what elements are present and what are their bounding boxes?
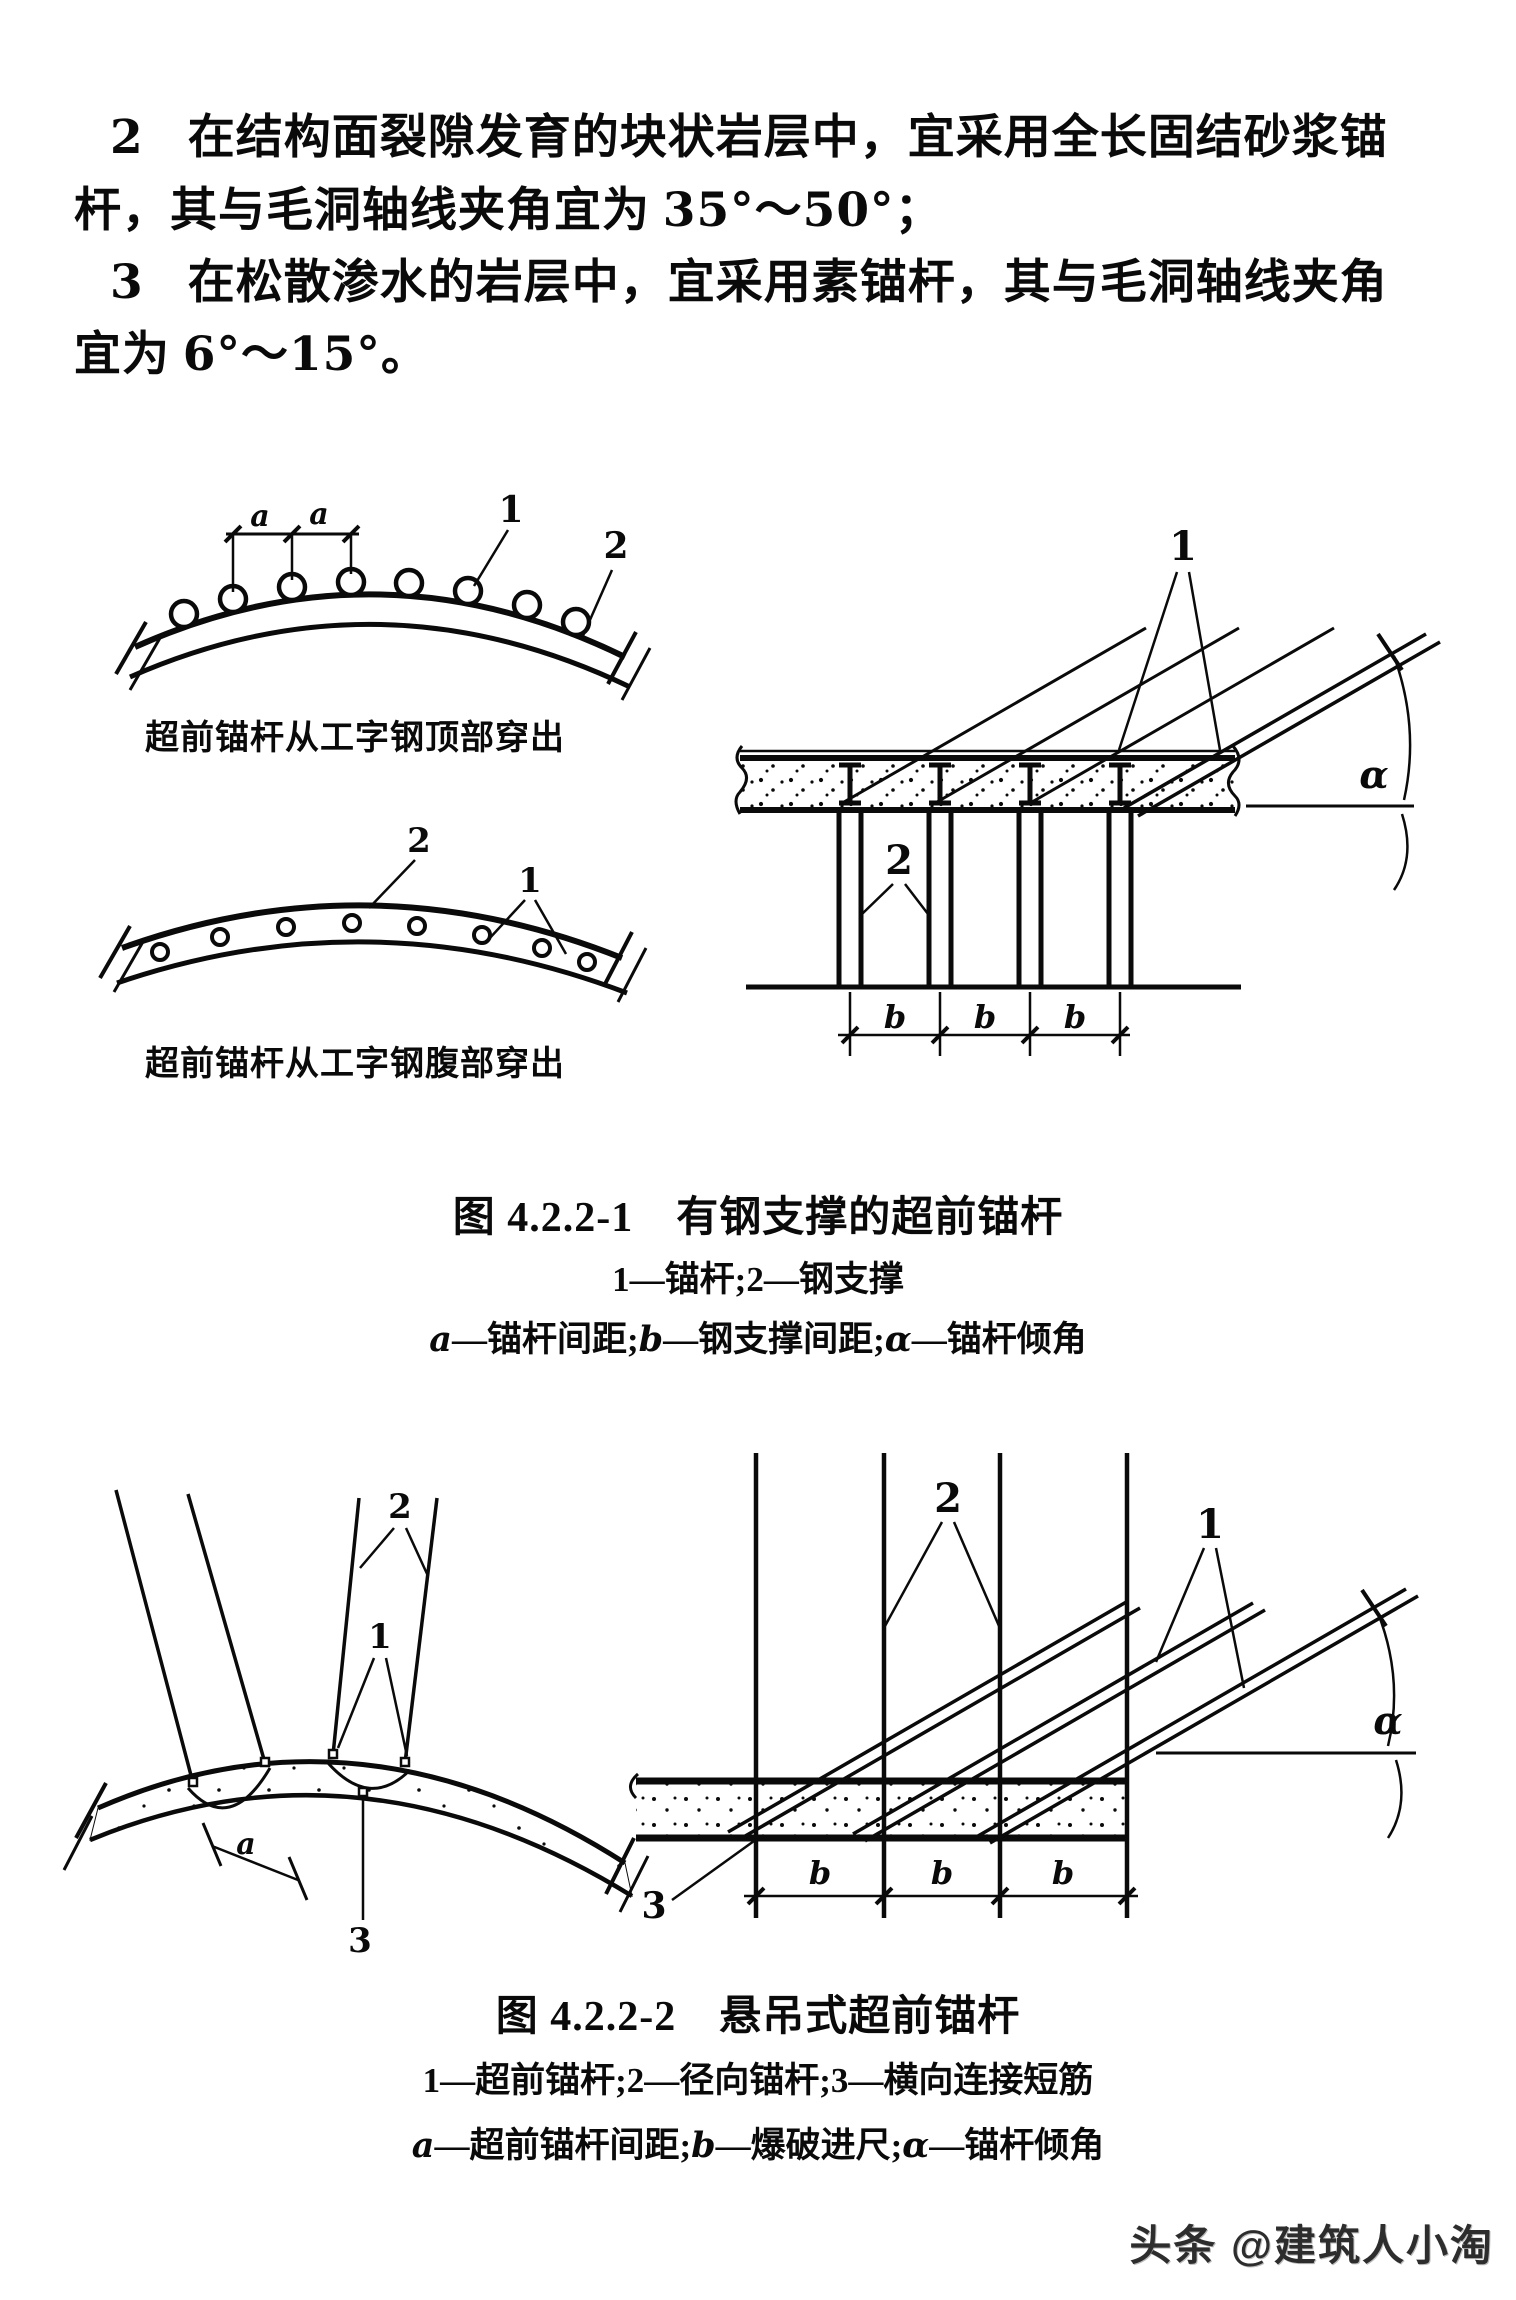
spacing-dimension-b: b b b xyxy=(744,1854,1138,1906)
fig1-title: 图 4.2.2-1 有钢支撑的超前锚杆 xyxy=(452,1195,1064,1241)
label-1: 1 xyxy=(1196,1501,1224,1548)
lining-band-fill xyxy=(636,1781,1127,1838)
break-marks xyxy=(98,925,648,1003)
angle-alpha-label: α xyxy=(1373,1698,1402,1743)
clause-number: 3 xyxy=(110,255,144,310)
label-2: 2 xyxy=(934,1475,962,1522)
dim-b-label: b xyxy=(884,998,906,1036)
dim-b-label: b xyxy=(1052,1854,1074,1892)
dim-a-label: a xyxy=(236,1827,255,1862)
spacing-dimension-a: a xyxy=(201,1822,309,1901)
fig1-legend-vars: a—锚杆间距;b—钢支撑间距;α—锚杆倾角 xyxy=(0,1311,1516,1362)
var-alpha-desc: —锚杆倾角 xyxy=(911,1320,1087,1359)
clause-text: 杆，其与毛洞轴线夹角宜为 xyxy=(74,185,663,237)
fig2-legend-items: 1—超前锚杆;2—径向锚杆;3—横向连接短筋 xyxy=(422,2061,1094,2100)
label-1: 1 xyxy=(518,861,542,901)
var-b-desc: —钢支撑间距; xyxy=(663,1320,885,1359)
dim-b-label: b xyxy=(974,998,996,1036)
radial-anchor-bolts xyxy=(753,1453,1130,1918)
var-a-desc: —超前锚杆间距; xyxy=(434,2126,692,2165)
fig1-legend-items: 1—锚杆;2—钢支撑 xyxy=(612,1260,904,1299)
var-b: b xyxy=(638,1319,664,1360)
var-a-desc: —锚杆间距; xyxy=(451,1320,639,1359)
bearing-plates xyxy=(186,1748,412,1810)
lining-band-edges xyxy=(89,1759,634,1898)
label-2: 2 xyxy=(407,821,431,861)
fig1-subcaption-bottom: 超前锚杆从工字钢腹部穿出 xyxy=(145,1046,565,1083)
clause-text: 在结构面裂隙发育的块状岩层中，宜采用全长固结砂浆锚 xyxy=(187,112,1388,164)
callout-2: 2 xyxy=(359,1487,430,1577)
var-alpha: α xyxy=(902,2125,930,2166)
label-1: 1 xyxy=(368,1617,392,1657)
fig1-arch-top-exit-diagram: a a 1 2 xyxy=(114,489,652,701)
label-3: 3 xyxy=(348,1921,372,1961)
callout-1: 1 xyxy=(487,861,568,955)
paragraph-2-line-2: 杆，其与毛洞轴线夹角宜为 35°～50°； xyxy=(74,183,943,238)
callout-2: 2 xyxy=(861,837,929,915)
lining-band-edges xyxy=(629,1772,1127,1842)
label-1: 1 xyxy=(498,489,523,531)
spacing-dimension: a a xyxy=(223,497,361,592)
var-alpha: α xyxy=(884,1319,912,1360)
paragraph-3-line-1: 3 在松散渗水的岩层中，宜采用素锚杆，其与毛洞轴线夹角 xyxy=(110,255,1388,310)
advance-anchor-bolts xyxy=(727,1587,1419,1845)
var-b-desc: —爆破进尺; xyxy=(715,2126,903,2165)
dim-b-label: b xyxy=(809,1854,831,1892)
fig2-title: 图 4.2.2-2 悬吊式超前锚杆 xyxy=(495,1994,1021,2040)
paragraph-2-line-1: 2 在结构面裂隙发育的块状岩层中，宜采用全长固结砂浆锚 xyxy=(110,110,1388,165)
callout-3: 3 xyxy=(348,1786,372,1961)
fig2-arch-cross-diagram: 2 1 a 3 xyxy=(62,1487,650,1961)
break-marks xyxy=(62,1782,650,1913)
fig1-longitudinal-section-diagram: b b b 1 2 α xyxy=(734,523,1441,1056)
anchor-bolt-holes xyxy=(150,913,597,972)
fig1-arch-web-exit-diagram: 2 1 xyxy=(98,821,648,1003)
clause-text: 宜为 xyxy=(74,329,183,381)
clause-text: ； xyxy=(894,185,943,237)
fig1-subcaption-top: 超前锚杆从工字钢顶部穿出 xyxy=(145,720,565,757)
steel-arch-band xyxy=(128,591,632,690)
advance-anchor-bolts xyxy=(843,626,1441,818)
dim-a-label: a xyxy=(250,499,269,534)
angle-range-value: 35°～50° xyxy=(662,183,895,238)
spacing-dimension-b: b b b xyxy=(838,992,1130,1056)
clause-number: 2 xyxy=(110,110,144,165)
i-beam-symbols xyxy=(839,762,1131,806)
dim-a-label: a xyxy=(309,497,328,532)
callout-1: 1 xyxy=(472,489,524,587)
label-2: 2 xyxy=(603,525,628,567)
paragraph-3-line-2: 宜为 6°～15°。 xyxy=(74,327,429,382)
dim-b-label: b xyxy=(931,1854,953,1892)
radial-anchor-bolts xyxy=(114,1489,439,1784)
callout-2: 2 xyxy=(368,821,431,909)
callout-2: 2 xyxy=(580,525,629,639)
angle-range-value: 6°～15° xyxy=(182,327,381,382)
callout-1: 1 xyxy=(336,1617,409,1757)
var-a: a xyxy=(429,1319,452,1360)
shotcrete-band xyxy=(740,758,1235,810)
steel-support-legs xyxy=(836,810,1134,987)
watermark: 头条 @建筑人小淘 xyxy=(1129,2222,1494,2269)
clause-text: 在松散渗水的岩层中，宜采用素锚杆，其与毛洞轴线夹角 xyxy=(187,257,1388,309)
clause-text: 。 xyxy=(380,329,429,381)
label-3: 3 xyxy=(641,1885,666,1927)
fig2-legend-vars: a—超前锚杆间距;b—爆破进尺;α—锚杆倾角 xyxy=(0,2117,1516,2168)
label-2: 2 xyxy=(885,837,913,884)
callout-1: 1 xyxy=(1154,1501,1246,1689)
var-b: b xyxy=(691,2125,716,2166)
var-alpha-desc: —锚杆倾角 xyxy=(929,2126,1105,2165)
label-2: 2 xyxy=(388,1487,412,1527)
break-marks xyxy=(114,621,652,701)
angle-alpha-label: α xyxy=(1359,752,1388,797)
label-1: 1 xyxy=(1169,523,1197,570)
callout-3: 3 xyxy=(641,1839,755,1927)
var-a: a xyxy=(411,2125,435,2166)
dim-b-label: b xyxy=(1064,998,1086,1036)
callout-2: 2 xyxy=(883,1475,1001,1627)
callout-1: 1 xyxy=(1117,523,1222,751)
inclination-angle-mark: α xyxy=(1156,1588,1416,1839)
fig2-longitudinal-diagram: 2 1 α b b b 3 xyxy=(629,1453,1419,1927)
inclination-angle-mark: α xyxy=(1246,632,1414,891)
